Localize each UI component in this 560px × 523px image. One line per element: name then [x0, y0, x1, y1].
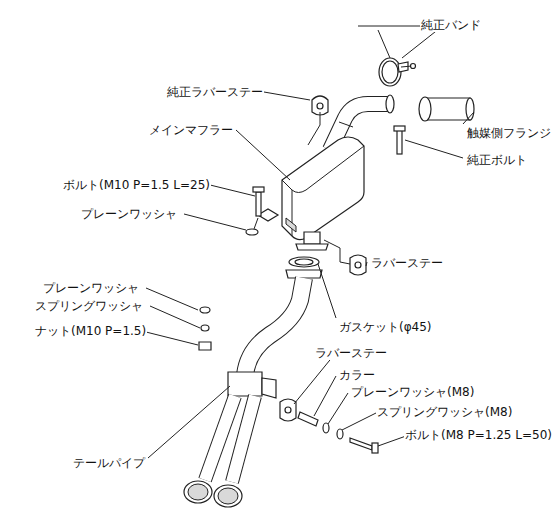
part-label: ラバーステー	[314, 346, 388, 360]
part-label: カラー	[338, 368, 376, 382]
part-label: スプリングワッシャ	[34, 299, 144, 313]
band-clamp	[379, 58, 416, 86]
part-label: プレーンワッシャ	[80, 207, 178, 221]
part-label: 純正バンド	[420, 18, 482, 32]
catalyst-flange	[419, 97, 474, 121]
m10-nut-set	[199, 307, 211, 350]
part-label: ナット(M10 P=1.5)	[34, 324, 147, 338]
genuine-rubber-stay	[308, 96, 328, 145]
part-label: 触媒側フランジ	[466, 126, 552, 140]
part-label: ボルト(M8 P=1.25 L=50)	[404, 428, 553, 442]
part-label: 純正ラバーステー	[166, 85, 264, 99]
part-label: 純正ボルト	[466, 153, 528, 167]
part-label: スプリングワッシャ(M8)	[376, 405, 513, 419]
lower-mount	[280, 399, 378, 453]
part-label: メインマフラー	[148, 123, 234, 137]
part-label: テールパイプ	[72, 456, 146, 470]
tail-pipe	[184, 270, 322, 507]
part-label: ラバーステー	[370, 256, 444, 270]
part-label: プレーンワッシャ	[42, 281, 140, 295]
outlet-flange	[296, 232, 366, 275]
part-label: ガスケット(φ45)	[338, 320, 433, 334]
gasket	[289, 257, 319, 267]
genuine-bolt	[394, 126, 405, 154]
part-label: プレーンワッシャ(M8)	[350, 385, 475, 399]
part-label: ボルト(M10 P=1.5 L=25)	[62, 178, 211, 192]
main-muffler	[258, 137, 364, 240]
